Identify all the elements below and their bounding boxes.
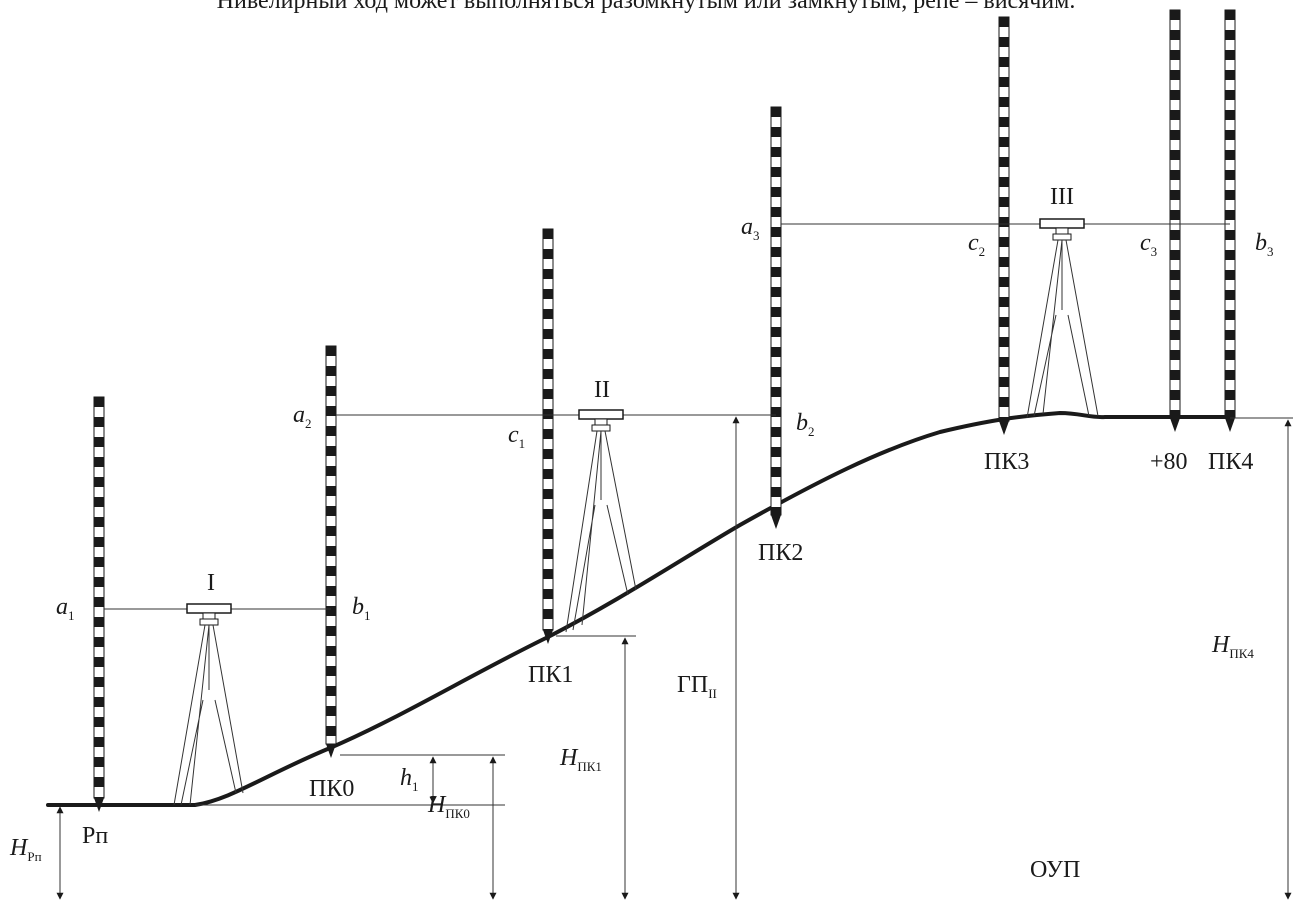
height-label-gp: ГПII xyxy=(677,672,717,701)
staff-pk1 xyxy=(542,228,554,644)
staff-pk4 xyxy=(1224,9,1236,432)
reading-a3: a3 xyxy=(741,214,760,243)
point-label-pk0: ПК0 xyxy=(309,776,354,802)
staff-pk3 xyxy=(998,16,1010,435)
instrument-station-1 xyxy=(173,603,244,806)
height-label-h-pk1: HПК1 xyxy=(559,745,602,774)
reading-b3: b3 xyxy=(1255,230,1274,259)
header-text: Нивелирный ход может выполняться разомкн… xyxy=(217,0,1076,14)
point-label-pk4: ПК4 xyxy=(1208,449,1253,475)
station-label-2: II xyxy=(594,377,610,403)
reading-b1: b1 xyxy=(352,594,371,623)
point-label-pk1: ПК1 xyxy=(528,662,573,688)
staff-pk0 xyxy=(325,345,337,758)
reading-c3: c3 xyxy=(1140,230,1157,259)
height-label-h1: h1 xyxy=(400,765,419,794)
station-label-3: III xyxy=(1050,184,1074,210)
instrument-station-3 xyxy=(1026,218,1099,419)
instrument-station-2 xyxy=(565,409,637,633)
point-label-pk2: ПК2 xyxy=(758,540,803,566)
point-label-pk3: ПК3 xyxy=(984,449,1029,475)
reading-a1: a1 xyxy=(56,594,75,623)
height-label-h-pk4: HПК4 xyxy=(1211,632,1254,661)
reading-b2: b2 xyxy=(796,410,815,439)
staff-plus80 xyxy=(1169,9,1181,432)
height-label-h-rp: HРп xyxy=(9,835,42,864)
staff-rp xyxy=(93,396,105,812)
height-label-h-pk0: HПК0 xyxy=(427,792,470,821)
point-label-rp: Рп xyxy=(82,823,108,849)
reading-c1: c1 xyxy=(508,422,525,451)
point-label-plus80: +80 xyxy=(1150,449,1188,475)
reading-c2: c2 xyxy=(968,230,985,259)
reading-a2: a2 xyxy=(293,402,312,431)
station-label-1: I xyxy=(207,570,215,596)
datum-label: ОУП xyxy=(1030,857,1080,883)
staff-pk2 xyxy=(770,106,782,529)
staffs xyxy=(93,9,1236,812)
